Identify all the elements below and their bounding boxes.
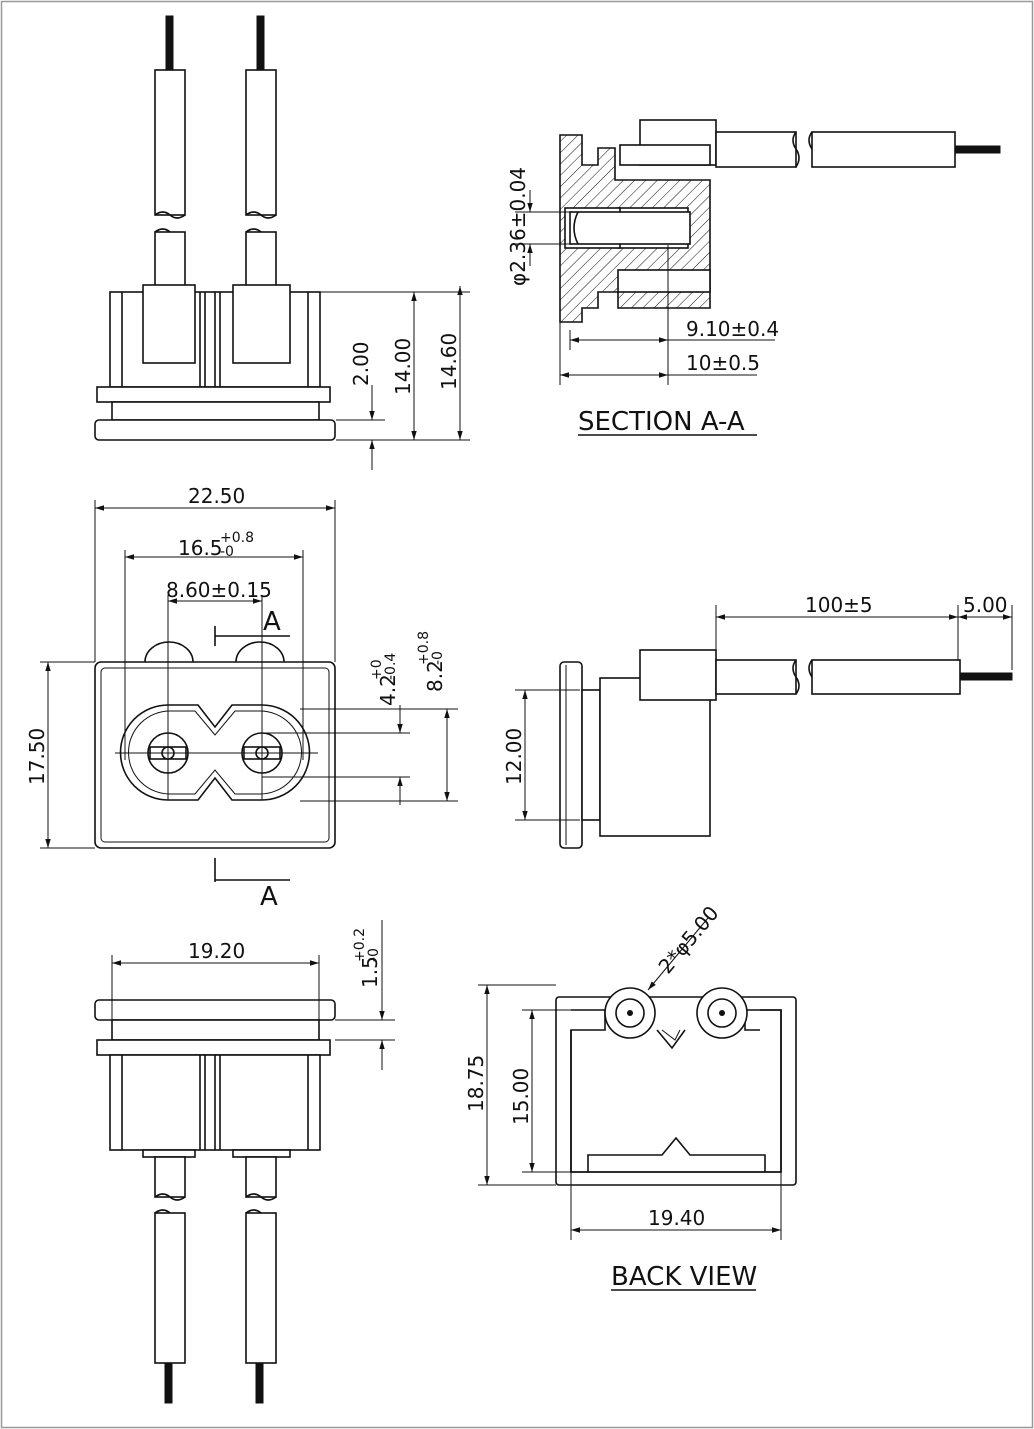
dim-16-5: 16.5 (178, 536, 223, 560)
section-title: SECTION A-A (578, 407, 745, 437)
dim-1-5-tol-minus: -0 (366, 948, 382, 962)
section-marker-bottom: A (260, 882, 278, 912)
wire-right-top (245, 15, 277, 288)
dim-8-2: 8.2 (423, 660, 447, 692)
section-marker-top: A (263, 607, 281, 637)
dim-15-00: 15.00 (509, 1068, 533, 1125)
wire-right-bottom (245, 1156, 277, 1404)
wire-left-top (154, 15, 186, 288)
dim-14-60: 14.60 (437, 333, 461, 390)
dim-10: 10±0.5 (686, 351, 760, 375)
front-view: A A 22.50 16.5 +0.8 -0 8.60±0.15 4.2 +0 … (25, 484, 458, 912)
dim-4-2-tol-plus: +0 (369, 659, 385, 680)
dim-8-2-tol-plus: +0.8 (416, 631, 432, 665)
dim-12-00: 12.00 (502, 728, 526, 785)
top-elevation-view: 2.00 14.00 14.60 (94, 15, 470, 470)
dim-8-2-tol-minus: -0 (430, 651, 446, 665)
side-view: 100±5 5.00 12.00 (502, 593, 1013, 849)
dim-19-40: 19.40 (648, 1206, 705, 1230)
dim-18-75: 18.75 (464, 1055, 488, 1112)
dim-14-00: 14.00 (391, 338, 415, 395)
dim-19-20: 19.20 (188, 939, 245, 963)
dim-1-5: 1.5 (358, 956, 382, 988)
dim-diameter-2-36: φ2.36±0.04 (506, 167, 530, 286)
dim-5-00: 5.00 (963, 593, 1008, 617)
dim-8-60: 8.60±0.15 (166, 578, 272, 602)
section-a-a-view: φ2.36±0.04 9.10±0.4 10±0.5 SECTION A-A (506, 119, 1001, 437)
dim-17-50: 17.50 (25, 728, 49, 785)
bottom-elevation-view: 19.20 1.5 +0.2 -0 (94, 920, 395, 1404)
dim-100: 100±5 (805, 593, 873, 617)
dim-4-2: 4.2 (376, 674, 400, 706)
dim-16-5-tol-plus: +0.8 (220, 530, 254, 546)
back-view: 2*φ5.00 18.75 15.00 19.40 BACK VIEW (464, 901, 797, 1292)
back-view-title: BACK VIEW (611, 1262, 757, 1292)
dim-22-50: 22.50 (188, 484, 245, 508)
dim-16-5-tol-minus: -0 (220, 544, 234, 560)
dim-1-5-tol-plus: +0.2 (352, 928, 368, 962)
dim-4-2-tol-minus: -0.4 (383, 653, 399, 680)
dim-2x5: 2*φ5.00 (653, 901, 723, 978)
wire-left-bottom (154, 1156, 186, 1404)
dim-2-00: 2.00 (349, 341, 373, 386)
dim-9-10: 9.10±0.4 (686, 317, 779, 341)
